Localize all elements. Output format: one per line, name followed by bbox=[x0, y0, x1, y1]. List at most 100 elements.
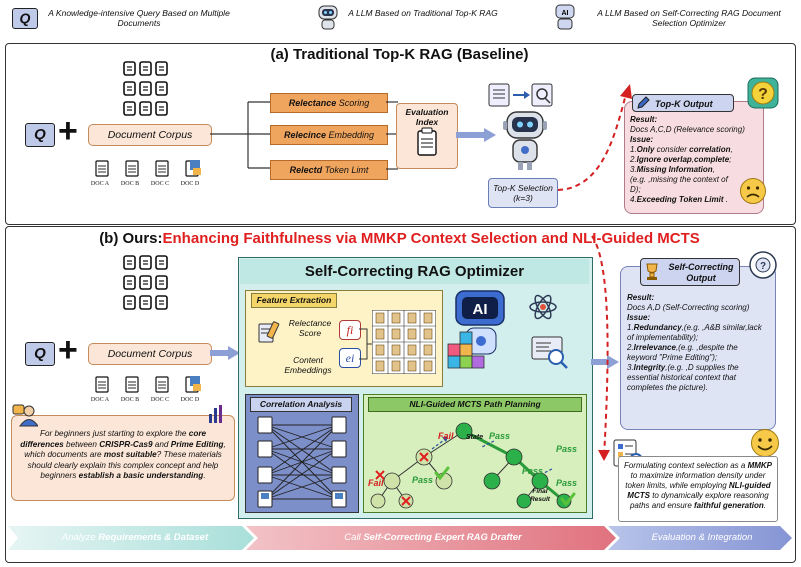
clipboard-icon bbox=[417, 127, 437, 156]
ai-robot-icon: AI bbox=[447, 290, 505, 369]
step-1-bold: Relectance bbox=[288, 98, 337, 108]
evaluation-index-label: Evaluation Index bbox=[405, 107, 449, 127]
panel-a-step-relevance-scoring: Relectance Scoring bbox=[270, 93, 388, 113]
self-correcting-output-content: Result: Docs A,D (Self-Correcting scorin… bbox=[627, 293, 769, 393]
panel-a-doc-icons bbox=[95, 160, 201, 177]
legend-llm-robot-icon bbox=[318, 5, 338, 30]
panel-b-query-badge: Q bbox=[25, 342, 55, 366]
doc-to-search-icon bbox=[488, 83, 553, 107]
mcts-fail-label-1: Fail bbox=[438, 431, 454, 441]
mcts-pass-label-1: Pass bbox=[489, 431, 511, 441]
panel-b-title-red: Enhancing Faithfulness via MMKP Context … bbox=[162, 230, 700, 247]
panel-a-document-grid-icon bbox=[123, 61, 168, 116]
panel-a-connector-lines bbox=[210, 101, 270, 169]
panel-b bbox=[5, 226, 796, 563]
mcts-box bbox=[363, 394, 587, 513]
topk-issue-4: 4.Exceeding Token Limit . bbox=[630, 195, 728, 204]
topk-issue-2: 2.Ignore overlap,complete; bbox=[630, 155, 732, 164]
step-1-rest: Scoring bbox=[336, 98, 370, 108]
legend-query-text: A Knowledge-intensive Query Based on Mul… bbox=[48, 8, 230, 28]
svg-text:?: ? bbox=[758, 86, 768, 103]
panel-b-doc-a-label: DOC A bbox=[90, 397, 110, 403]
mcts-pass-label-4: Pass bbox=[522, 466, 544, 476]
panel-a-llm-robot bbox=[503, 111, 547, 170]
correlation-network-icon bbox=[257, 416, 347, 508]
panel-a-doc-c-label: DOC C bbox=[150, 181, 170, 187]
mcts-final-result-label: Final Result bbox=[530, 488, 550, 503]
panel-b-title-prefix: (b) Ours: bbox=[99, 230, 163, 247]
feature-connector-icon bbox=[359, 328, 373, 360]
screen-search-icon bbox=[531, 336, 568, 369]
stage-evaluation: Evaluation & Integration bbox=[651, 532, 753, 543]
sc-issue-2: 2.Irrelevance,(e.g. ,despite the keyword… bbox=[627, 343, 738, 362]
step-2-bold: Relecince bbox=[283, 130, 326, 140]
ei-symbol: ei bbox=[339, 348, 361, 368]
svg-text:AI: AI bbox=[562, 10, 569, 17]
sc-result-label: Result: bbox=[627, 293, 655, 302]
panel-a-topk-selection: Top-K Selection (k=3) bbox=[488, 178, 558, 208]
panel-a-plus-icon: + bbox=[58, 112, 78, 150]
panel-a-doc-b-label: DOC B bbox=[120, 181, 140, 187]
sc-result-text: Docs A,D (Self-Correcting scoring) bbox=[627, 303, 750, 312]
feature-extraction-header: Feature Extraction bbox=[251, 293, 337, 308]
panel-b-title: (b) Ours:Enhancing Faithfulness via MMKP… bbox=[5, 230, 794, 247]
mcts-header: NLI-Guided MCTS Path Planning bbox=[368, 397, 582, 412]
mcts-pass-label-2: Pass bbox=[556, 444, 578, 454]
panel-a-title: (a) Traditional Top-K RAG (Baseline) bbox=[270, 46, 529, 63]
topk-result-text: Docs A,C,D (Relevance scoring) bbox=[630, 125, 745, 134]
svg-text:?: ? bbox=[760, 261, 766, 272]
sc-issue-3: 3.Integrity,(e.g. ,D supplies the essent… bbox=[627, 363, 739, 392]
topk-result-label: Result: bbox=[630, 115, 658, 124]
panel-a-document-corpus: Document Corpus bbox=[88, 124, 212, 146]
pen-icon bbox=[637, 96, 650, 109]
mcts-state-label: State bbox=[466, 434, 484, 441]
legend-query-icon: Q bbox=[12, 8, 38, 29]
document-matrix-icon bbox=[372, 310, 436, 374]
topk-issue-3-detail: (e.g. ,missing the context of D); bbox=[630, 175, 728, 194]
panel-a-step-token-limit: Relectd Token Limt bbox=[270, 160, 388, 180]
panel-b-doc-b-label: DOC B bbox=[120, 397, 140, 403]
mcts-pass-label-3: Pass bbox=[412, 475, 434, 485]
panel-b-arrow-to-optimizer bbox=[210, 346, 240, 360]
panel-b-doc-icons bbox=[95, 376, 201, 393]
stage-analyze: Analyze Requirements & Dataset bbox=[61, 532, 209, 543]
brain-gear-icon: ? bbox=[749, 251, 777, 279]
relectance-score-label: Relectance Score bbox=[288, 318, 332, 338]
self-correcting-output-card bbox=[620, 266, 776, 430]
panel-a-evaluation-index: Evaluation Index bbox=[396, 103, 458, 169]
mcts-fail-label-2: Fail bbox=[368, 478, 384, 488]
panel-b-document-corpus: Document Corpus bbox=[88, 343, 212, 365]
stage-arrows bbox=[8, 526, 792, 550]
sad-face-icon bbox=[740, 178, 766, 204]
mcts-pass-label-5: Pass bbox=[556, 478, 578, 488]
panel-a-arrow-to-robot bbox=[456, 128, 496, 142]
panel-a-step-embedding: Relecince Embedding bbox=[270, 125, 388, 145]
optimizer-title-bar: Self-Correcting RAG Optimizer bbox=[240, 259, 589, 284]
topk-output-header: Top-K Output bbox=[632, 94, 734, 112]
summary-box: Formulating context selection as a MMKP … bbox=[618, 456, 778, 522]
atom-icon bbox=[529, 294, 557, 320]
panel-b-doc-d-label: DOC D bbox=[180, 397, 200, 403]
topk-issue-3: 3.Missing Information, bbox=[630, 165, 715, 174]
user-avatar-icon bbox=[12, 404, 38, 427]
chart-icon bbox=[209, 405, 222, 423]
legend-llm-text: A LLM Based on Traditional Top-K RAG bbox=[348, 8, 498, 18]
step-3-rest: Token Limt bbox=[322, 165, 369, 175]
panel-a-query-badge: Q bbox=[25, 123, 55, 147]
panel-a-doc-a-label: DOC A bbox=[90, 181, 110, 187]
sc-issue-label: Issue: bbox=[627, 313, 651, 322]
panel-b-plus-icon: + bbox=[58, 331, 78, 369]
topk-output-card bbox=[624, 101, 764, 214]
happy-face-icon bbox=[751, 429, 779, 457]
legend-optimizer-text: A LLM Based on Self-Correcting RAG Docum… bbox=[597, 8, 781, 28]
panel-b-red-dashed-arrow bbox=[591, 235, 610, 461]
question-badge-icon: ? bbox=[747, 77, 779, 109]
panel-b-document-grid-icon bbox=[123, 255, 168, 310]
topk-output-content: Result: Docs A,C,D (Relevance scoring) I… bbox=[630, 115, 758, 205]
content-embeddings-label: Content Embeddings bbox=[284, 355, 332, 375]
stage-call-drafter: Call Self-Correcting Expert RAG Drafter bbox=[344, 532, 522, 543]
trophy-icon bbox=[646, 263, 658, 280]
legend-optimizer-icon: AI bbox=[555, 4, 575, 30]
ai-robot-label: AI bbox=[473, 301, 488, 318]
panel-a-doc-d-label: DOC D bbox=[180, 181, 200, 187]
